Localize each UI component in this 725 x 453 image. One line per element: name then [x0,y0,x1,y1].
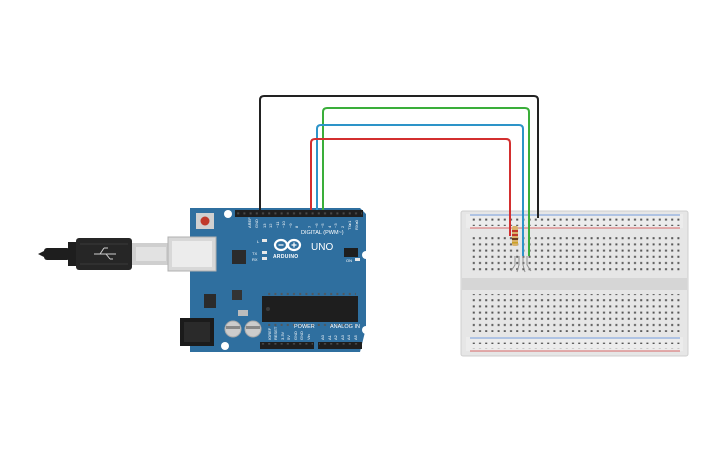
icsp-header [344,248,358,257]
small-chip [204,294,216,308]
wire-blue[interactable] [316,124,524,256]
capacitor [224,320,242,338]
small-chip [232,290,242,300]
atmega-chip [262,296,358,322]
pin-label-3: ~3 [333,223,338,228]
led-l [262,239,267,242]
pin-label-aref: AREF [247,217,252,228]
pin-label-rx: RX◂0 [354,219,359,230]
pin-label-tx: TX▸1 [347,220,352,230]
pin-label-a4: A4 [346,334,351,340]
terminal-strip-upper[interactable] [470,236,680,274]
wire-red[interactable] [310,138,511,236]
led-tx-label: TX [252,251,257,256]
brand-label: ARDUINO [273,254,298,260]
atmega-pins-top [264,292,356,296]
pin-label-a5: A5 [353,334,358,340]
terminal-strip-lower[interactable] [470,294,680,332]
pin-label-gnd3: GND [299,331,304,340]
pin-label-2: 2 [340,225,345,228]
wire-green[interactable] [322,107,530,256]
pin-label-8: 8 [294,225,299,228]
pin-label-a2: A2 [333,334,338,340]
reset-button[interactable] [196,213,214,229]
led-on [355,258,360,261]
power-label: POWER [294,324,315,330]
pin-label-5: ~5 [320,223,325,228]
pin-label-gnd: GND [254,219,259,228]
pin-label-5v: 5V [286,335,291,340]
arduino-uno-board[interactable]: AREF GND 13 12 ~11 ~10 ~9 8 7 ~6 ~5 4 ~3… [167,208,370,352]
atmega-pins-bottom [264,322,356,326]
digital-label: DIGITAL (PWM~) [301,230,344,236]
pin-label-vin: Vin [306,334,311,340]
pin-label-11: ~11 [275,221,280,228]
led-l-label: L [257,239,260,244]
pin-label-10: ~10 [281,220,286,228]
pin-label-4: 4 [327,225,332,228]
usb-symbol-icon [94,247,116,260]
breadboard[interactable] [460,210,689,357]
regulator-chip [232,250,246,264]
pin-label-9: ~9 [288,223,293,228]
pin-label-gnd2: GND [293,331,298,340]
wire-black[interactable] [259,95,539,218]
power-jack [180,318,214,346]
pin-label-12: 12 [268,223,273,228]
capacitor [244,320,262,338]
pin-label-ioref: IOREF [267,327,272,340]
pin-label-7: 7 [307,225,312,228]
model-label: UNO [311,242,333,253]
pin-label-a3: A3 [340,334,345,340]
pin-label-reset: RESET [273,326,278,340]
pin-label-3v3: 3.3V [280,331,285,340]
led-tx [262,251,267,254]
analog-label: ANALOG IN [330,324,360,330]
center-channel [462,278,687,290]
rgb-led-icon[interactable] [510,256,532,273]
on-label: ON [346,258,352,263]
usb-cable-icon[interactable] [38,238,170,270]
crystal [238,310,248,316]
led-rx [262,257,267,260]
pin-label-a1: A1 [327,334,332,340]
led-rx-label: RX [252,257,258,262]
pin-label-a0: A0 [320,334,325,340]
arduino-logo-icon [273,238,302,252]
pin-label-6: ~6 [314,223,319,228]
resistor-icon[interactable] [512,226,518,246]
pin-label-13: 13 [262,223,267,228]
